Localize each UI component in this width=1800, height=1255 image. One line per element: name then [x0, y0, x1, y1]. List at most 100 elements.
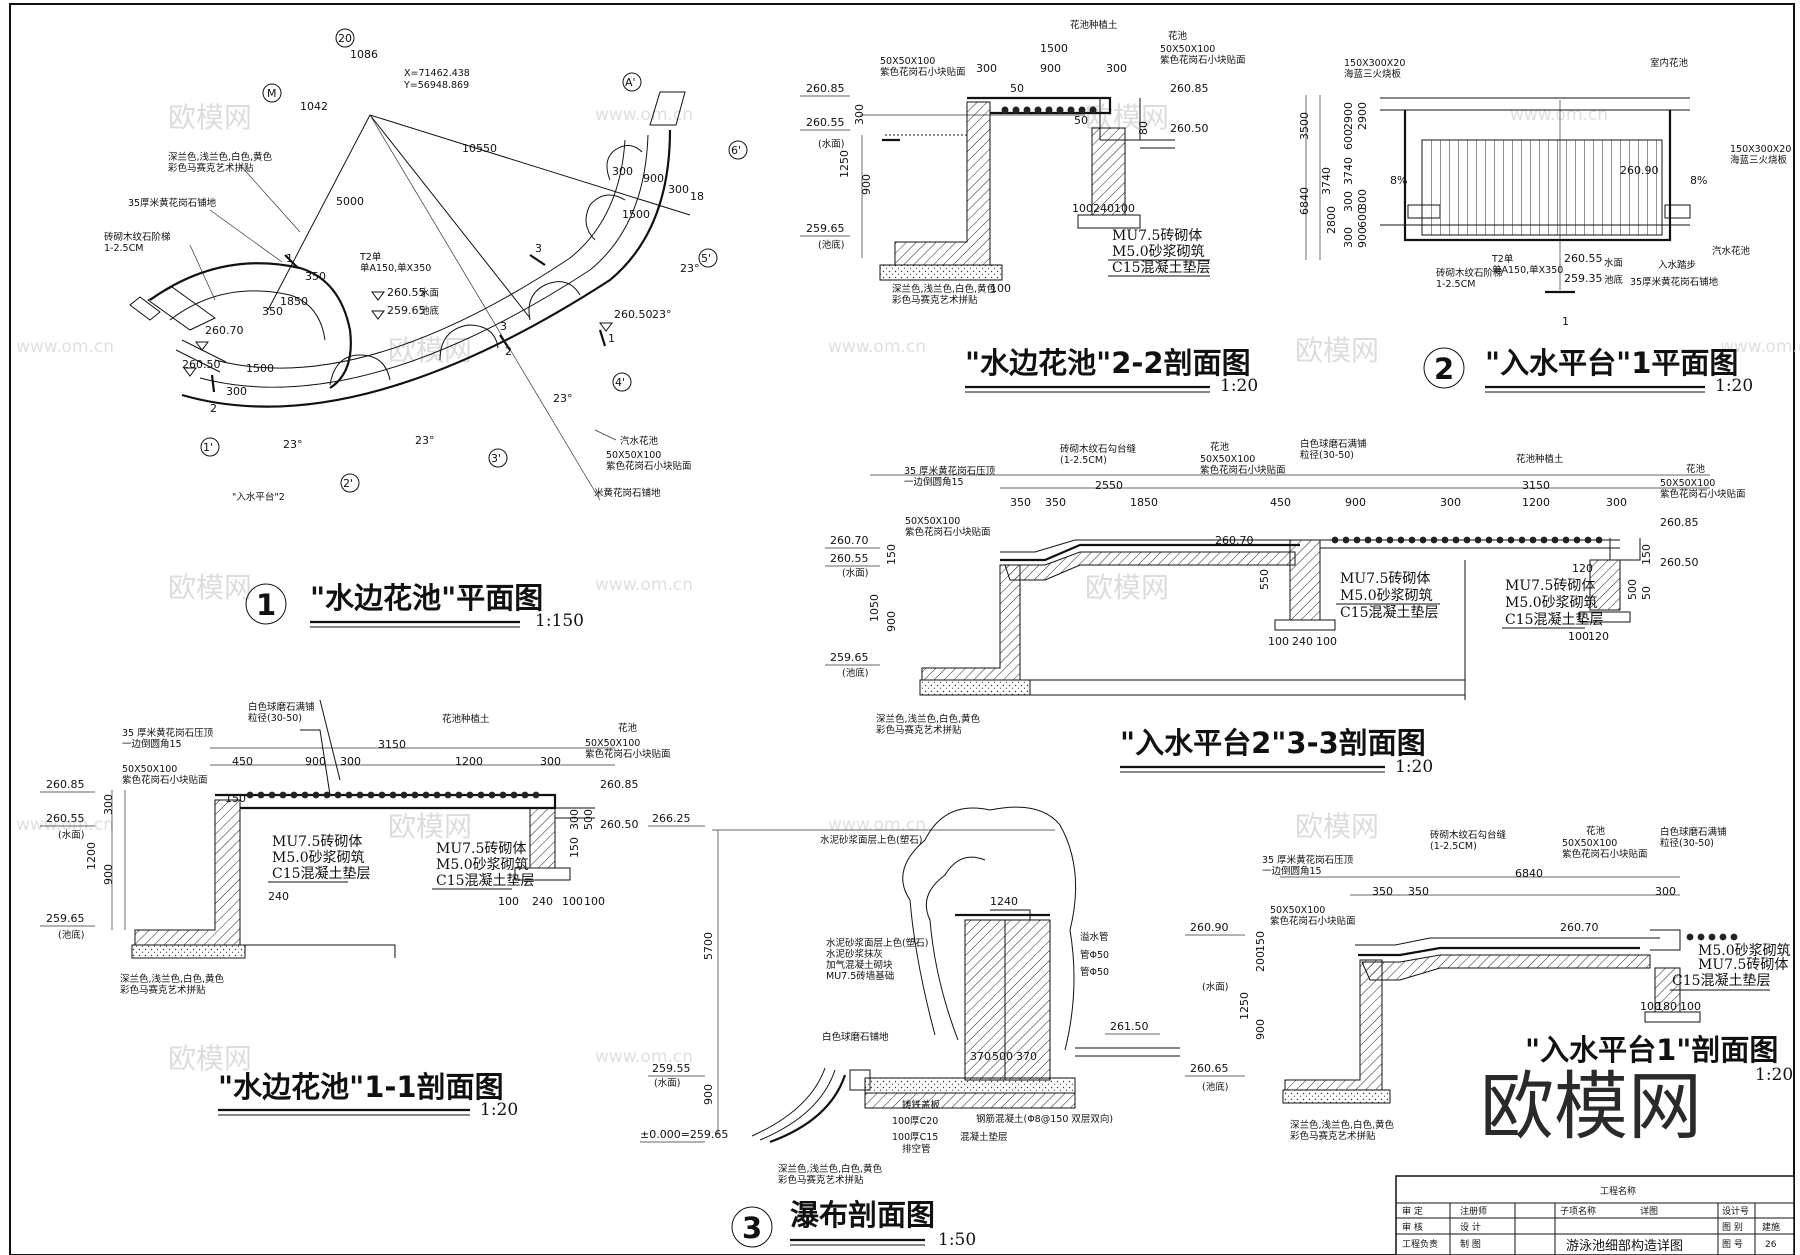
label-drawings-plan_platform1-notes-6: 35厚米黄花岗石铺地 — [1630, 276, 1719, 288]
tb-drawing-name: 游泳池细部构造详图 — [1566, 1239, 1683, 1254]
label-drawings-sec_2_2-dims-4: 300 — [853, 104, 866, 125]
watermark: 欧模网 — [1295, 810, 1379, 843]
label-drawings-plan_platform1-notes-3: 汽水花池 — [1712, 245, 1751, 257]
label-drawings-sec_2_2-notes-0: 花池种植土 — [1070, 19, 1118, 31]
label-drawings-plan_pool-grid_labels-4: 5' — [701, 252, 711, 265]
label-title_block-rows-2-5: 26 — [1765, 1240, 1777, 1250]
label-drawings-sec_1_1-notes-0: 白色球磨石满铺粒径(30-50) — [248, 701, 315, 724]
label-drawings-sec_waterfall-level_notes-0: (水面) — [654, 1077, 680, 1089]
label-drawings-plan_platform1-scale: 1:20 — [1715, 376, 1753, 396]
label-drawings-sec_1_1-dims-2: 300 — [340, 755, 361, 768]
label-drawings-sec_platform1-dims-0: 6840 — [1515, 867, 1543, 880]
label-drawings-sec_3_3-dims-9: 300 — [1606, 496, 1627, 509]
section-2-2-drawing: 1500 300 900 300 300 1250 900 100 240 10… — [800, 19, 1258, 396]
label-title_block-rows-1-1: 设 计 — [1460, 1221, 1481, 1233]
label-drawings-plan_platform1-section_mark: 1 — [1562, 315, 1569, 328]
label-drawings-plan_pool-notes-1: 35厚米黄花岗石铺地 — [128, 197, 217, 209]
label-drawings-sec_3_3-dims-3: 1850 — [1130, 496, 1158, 509]
label-drawings-sec_2_2-notes-4: 深兰色,浅兰色,白色,黄色彩色马赛克艺术拼贴 — [892, 283, 997, 306]
label-drawings-sec_1_1-materials-3: MU7.5砖砌体 — [436, 841, 526, 857]
label-drawings-sec_platform1-dims-6: 1250 — [1238, 992, 1251, 1020]
label-drawings-plan_platform1-dims-4: 6840 — [1298, 187, 1311, 215]
label-drawings-plan_pool-grid_labels-3: 6' — [731, 144, 741, 157]
label-drawings-plan_pool-dims-2: 10550 — [462, 142, 497, 155]
label-drawings-sec_3_3-notes-4: 花池种植土 — [1516, 453, 1564, 465]
label-drawings-plan_pool-section_marks-4: 2 — [505, 345, 512, 358]
label-drawings-sec_2_2-dims-7: 100 — [1072, 202, 1093, 215]
label-drawings-plan_platform1-number: 2 — [1434, 352, 1454, 386]
label-drawings-sec_1_1-level_notes-1: (池底) — [58, 929, 84, 941]
label-drawings-sec_3_3-dims-8: 1200 — [1522, 496, 1550, 509]
label-drawings-plan_pool-dims-16: 23° — [553, 392, 573, 405]
plan-platform1-drawing: 3500 2900 600 3740 6840 2800 300 3740 30… — [1298, 57, 1791, 396]
label-drawings-sec_1_1-dims-16: 500 — [582, 809, 595, 830]
section-1-1-drawing: 450 900 300 3150 1200 300 300 1200 900 1… — [40, 699, 671, 1120]
label-drawings-plan_platform1-dims-11: 300 — [1356, 189, 1369, 210]
label-drawings-sec_3_3-dims-11: 1050 — [868, 594, 881, 622]
label-drawings-sec_2_2-dims-11: 100 — [990, 282, 1011, 295]
label-drawings-sec_waterfall-notes-9: 钢筋混凝土(Φ8@150 双层双向) — [976, 1113, 1113, 1125]
label-drawings-sec_3_3-levels-0: 260.70 — [830, 534, 869, 547]
label-drawings-plan_pool-dims-1: 1042 — [300, 100, 328, 113]
label-drawings-sec_3_3-level_notes-1: (池底) — [842, 667, 868, 679]
label-drawings-plan_platform1-levels-0: 260.90 — [1620, 164, 1659, 177]
watermark: 欧模网 — [388, 810, 472, 843]
label-drawings-plan_pool-dims-0: 1086 — [350, 48, 378, 61]
pebble-strip — [1331, 536, 1603, 544]
label-drawings-plan_platform1-dims-5: 2800 — [1325, 206, 1338, 234]
label-drawings-plan_pool-section_marks-2: 3 — [500, 320, 507, 333]
label-drawings-sec_1_1-materials-5: C15混凝土垫层 — [436, 873, 535, 889]
label-drawings-sec_2_2-level_notes-1: (池底) — [818, 239, 844, 251]
label-drawings-sec_1_1-scale: 1:20 — [480, 1100, 518, 1120]
label-drawings-sec_3_3-dims-22: 100 — [1568, 630, 1589, 643]
label-drawings-plan_platform1-dims-8: 300 — [1342, 227, 1355, 248]
label-drawings-sec_1_1-notes-1: 花池种植土 — [442, 713, 490, 725]
label-drawings-plan_pool-grid_labels-2: A' — [625, 76, 636, 89]
label-drawings-sec_3_3-dims-6: 300 — [1440, 496, 1461, 509]
label-drawings-sec_3_3-scale: 1:20 — [1395, 757, 1433, 777]
plan-platform1-title: "入水平台"1平面图 — [1485, 346, 1738, 380]
label-drawings-sec_3_3-levels-2: 259.65 — [830, 651, 869, 664]
label-drawings-sec_3_3-notes-3: 白色球磨石满铺粒径(30-50) — [1300, 438, 1367, 461]
sec-1-1-title: "水边花池"1-1剖面图 — [218, 1070, 504, 1104]
label-drawings-plan_pool-grid_labels-6: 3' — [491, 452, 501, 465]
sec-3-3-title: "入水平台2"3-3剖面图 — [1120, 726, 1426, 760]
pebble-strip — [246, 791, 540, 799]
label-drawings-plan_pool-dims-10: 350 — [305, 270, 326, 283]
label-drawings-sec_3_3-notes-0: 砖砌木纹石勾台缝(1-2.5CM) — [1060, 443, 1137, 466]
label-drawings-sec_1_1-materials-2: C15混凝土垫层 — [272, 866, 371, 882]
pebble-strip — [1001, 106, 1097, 114]
label-drawings-sec_3_3-dims-21: 120 — [1588, 630, 1609, 643]
label-title_block-rows-0-2: 子项名称 — [1560, 1205, 1596, 1217]
label-drawings-sec_1_1-dims-7: 1200 — [85, 842, 98, 870]
label-title_block-rows-0-3: 详图 — [1640, 1205, 1658, 1217]
label-drawings-sec_waterfall-notes-10: 混凝土垫层 — [960, 1131, 1008, 1143]
watermark: 欧模网 — [1085, 571, 1169, 604]
label-drawings-sec_2_2-dims-5: 1250 — [838, 150, 851, 178]
label-drawings-sec_3_3-materials-3: MU7.5砖砌体 — [1505, 578, 1595, 594]
label-drawings-sec_waterfall-notes-4: 管Φ50 — [1080, 949, 1109, 961]
label-drawings-plan_pool-grid_labels-0: M — [267, 87, 277, 100]
label-drawings-plan_platform1-level_notes-1: 池底 — [1604, 274, 1624, 286]
watermark-url: www.om.cn — [595, 105, 693, 125]
label-drawings-sec_platform1-levels-0: 260.90 — [1190, 921, 1229, 934]
waterfall-title: 瀑布剖面图 — [790, 1198, 935, 1232]
label-drawings-sec_2_2-dims-2: 900 — [1040, 62, 1061, 75]
label-drawings-plan_pool-grid_labels-8: 1' — [203, 441, 213, 454]
label-drawings-sec_3_3-dims-12: 900 — [885, 611, 898, 632]
label-drawings-plan_pool-dims-8: 1850 — [280, 295, 308, 308]
label-drawings-sec_1_1-dims-10: 240 — [268, 890, 289, 903]
watermark: 欧模网 — [168, 571, 252, 604]
label-drawings-sec_1_1-materials-0: MU7.5砖砌体 — [272, 834, 362, 850]
label-drawings-sec_3_3-dims-13: 150 — [1640, 544, 1653, 565]
label-drawings-plan_platform1-dims-6: 300 — [1342, 191, 1355, 212]
label-drawings-plan_platform1-notes-5: 入水踏步 — [1658, 259, 1696, 271]
label-title_block-rows-1-0: 审 核 — [1402, 1221, 1423, 1233]
label-drawings-sec_1_1-levels-2: 259.65 — [46, 912, 85, 925]
label-drawings-sec_waterfall-levels-0: 266.25 — [652, 812, 691, 825]
